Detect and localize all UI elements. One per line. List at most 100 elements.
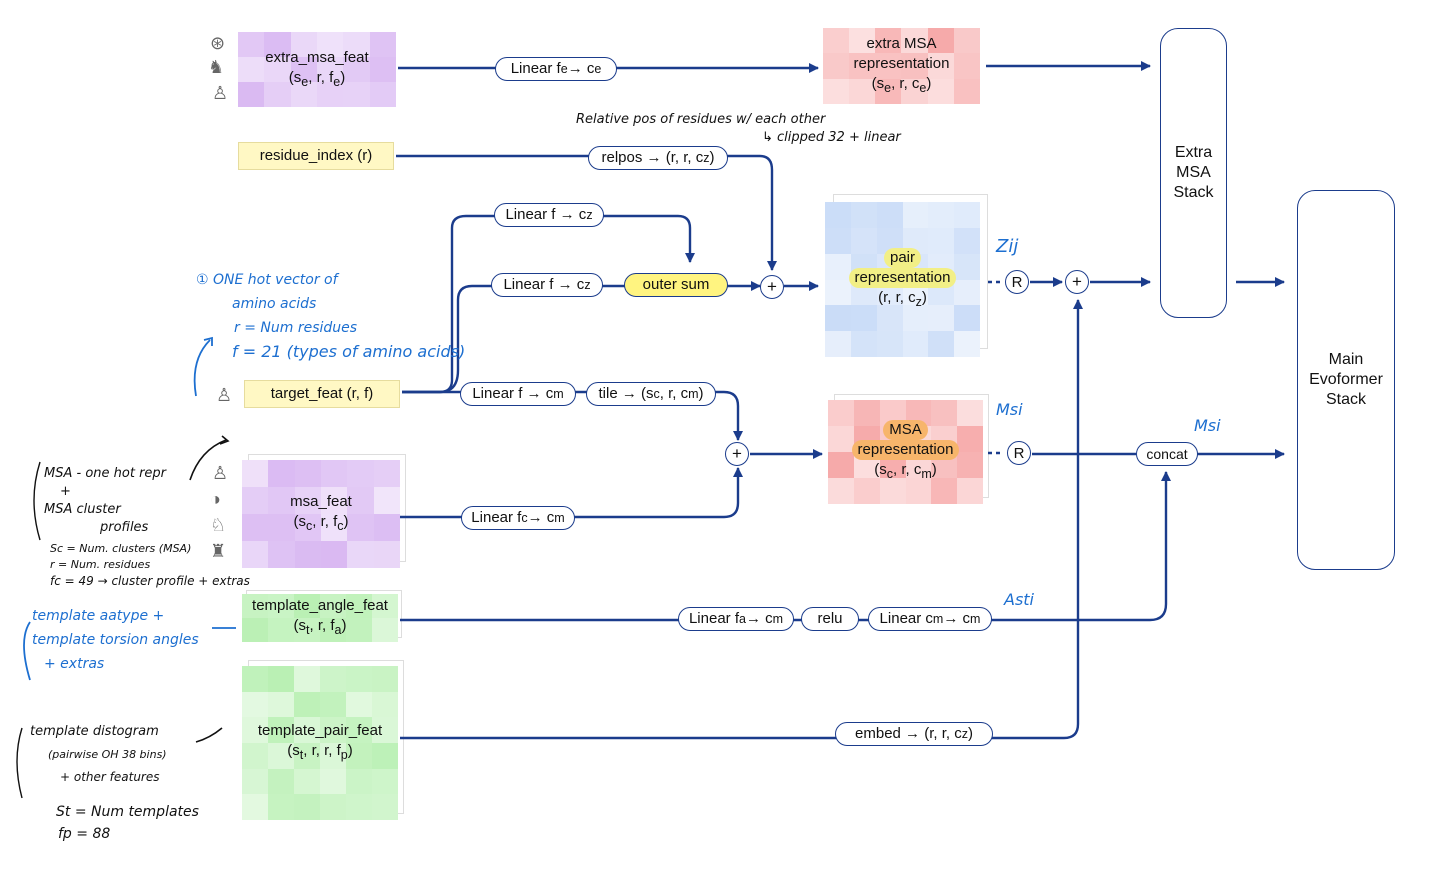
- heatmap-cell: [347, 541, 374, 568]
- heatmap-cell: [823, 28, 850, 54]
- heatmap-cell: [242, 768, 268, 795]
- heatmap-cell: [238, 82, 265, 107]
- heatmap-cell: [957, 452, 983, 478]
- extra-msa-rep-line2: representation: [853, 55, 950, 72]
- msa-rep-shape: (sc, r, cm): [874, 461, 937, 481]
- heatmap-cell: [294, 742, 320, 769]
- heatmap-cell: [290, 57, 317, 82]
- heatmap-cell: [346, 691, 372, 718]
- heatmap-cell: [294, 666, 320, 692]
- extra-msa-rep-line1: extra MSA: [866, 35, 937, 52]
- fish-icon: ◑: [210, 489, 221, 509]
- note-msi-1: Msi: [996, 400, 1023, 419]
- heatmap-cell: [242, 487, 269, 514]
- heatmap-cell: [953, 28, 980, 54]
- wire-linear-cz2: [402, 281, 761, 394]
- heatmap-cell: [346, 768, 372, 795]
- heatmap-cell: [825, 331, 851, 357]
- heatmap-cell: [875, 28, 902, 54]
- heatmap-cell: [320, 717, 346, 743]
- recycle-node-pair: R: [1005, 270, 1029, 294]
- note-r: r = Num. residues: [50, 558, 151, 571]
- extra-msa-representation: extra MSA representation (se, r, ce): [823, 28, 980, 104]
- heatmap-cell: [876, 331, 903, 357]
- msa-rep-line2: representation: [851, 440, 960, 460]
- heatmap-cell: [242, 742, 268, 769]
- heatmap-cell: [850, 305, 877, 332]
- heatmap-cell: [294, 594, 320, 618]
- wire-template-angle: [400, 471, 1171, 622]
- heatmap-cell: [268, 514, 295, 541]
- heatmap-cell: [927, 78, 954, 104]
- note-fc: fc = 49 → cluster profile + extras: [50, 574, 250, 588]
- residue-index-block: residue_index (r): [238, 142, 394, 170]
- heatmap-cell: [957, 400, 983, 426]
- extra-msa-representation-grid: [823, 28, 980, 104]
- op-outer-sum: outer sum: [624, 273, 728, 297]
- heatmap-cell: [320, 594, 346, 618]
- dog-icon: ♞: [208, 57, 225, 77]
- heatmap-cell: [290, 32, 317, 57]
- template-pair-feat-grid: [242, 666, 398, 820]
- heatmap-cell: [928, 305, 955, 332]
- heatmap-cell: [320, 666, 346, 692]
- heatmap-cell: [902, 202, 929, 228]
- heatmap-cell: [902, 331, 929, 357]
- heatmap-cell: [850, 202, 877, 228]
- note-template-angle-1: template aatype +: [32, 608, 165, 624]
- heatmap-cell: [954, 227, 980, 254]
- heatmap-cell: [849, 28, 876, 54]
- heatmap-cell: [268, 541, 295, 568]
- heatmap-cell: [346, 618, 372, 642]
- bird-icon: ♘: [210, 515, 227, 535]
- heatmap-cell: [928, 227, 955, 254]
- note-template-angle-2: template torsion angles: [32, 632, 199, 648]
- heatmap-cell: [928, 202, 955, 228]
- heatmap-cell: [321, 487, 348, 514]
- heatmap-cell: [268, 460, 295, 487]
- heatmap-cell: [268, 666, 294, 692]
- note-st: St = Num templates: [56, 804, 199, 820]
- extra-msa-rep-shape: (se, r, ce): [871, 75, 932, 95]
- hand-arrow-template-pair: [195, 727, 223, 743]
- hand-brace-msa: [33, 461, 41, 541]
- op-relu: relu: [801, 607, 859, 631]
- note-msi-2: Msi: [1194, 416, 1221, 435]
- note-zij: Zij: [996, 236, 1019, 257]
- heatmap-cell: [875, 78, 902, 104]
- heatmap-cell: [294, 794, 320, 820]
- heatmap-cell: [294, 717, 320, 743]
- hand-brace-template-pair: [16, 727, 23, 799]
- heatmap-cell: [372, 666, 398, 692]
- person-icon-target: ♙: [216, 385, 233, 405]
- heatmap-cell: [268, 794, 294, 820]
- heatmap-cell: [264, 57, 291, 82]
- heatmap-cell: [849, 53, 876, 79]
- heatmap-cell: [320, 691, 346, 718]
- heatmap-cell: [321, 514, 348, 541]
- heatmap-cell: [901, 78, 928, 104]
- msa-feat-shape: (sc, r, fc): [293, 513, 349, 533]
- heatmap-cell: [242, 541, 269, 568]
- heatmap-cell: [954, 202, 980, 228]
- heatmap-cell: [317, 82, 344, 107]
- pair-rep-line1: pair: [883, 247, 921, 268]
- heatmap-cell: [238, 32, 265, 57]
- note-template-angle-3: + extras: [44, 656, 105, 672]
- heatmap-cell: [264, 82, 291, 107]
- heatmap-cell: [957, 478, 983, 504]
- note-msa-1: MSA - one hot repr: [44, 466, 167, 481]
- heatmap-cell: [242, 794, 268, 820]
- note-template-pair-1: template distogram: [30, 724, 159, 739]
- note-msa-2: +: [60, 484, 71, 499]
- note-template-pair-2: (pairwise OH 38 bins): [48, 748, 167, 761]
- heatmap-cell: [268, 768, 294, 795]
- heatmap-cell: [369, 82, 396, 107]
- pair-rep-line2: representation: [848, 267, 957, 288]
